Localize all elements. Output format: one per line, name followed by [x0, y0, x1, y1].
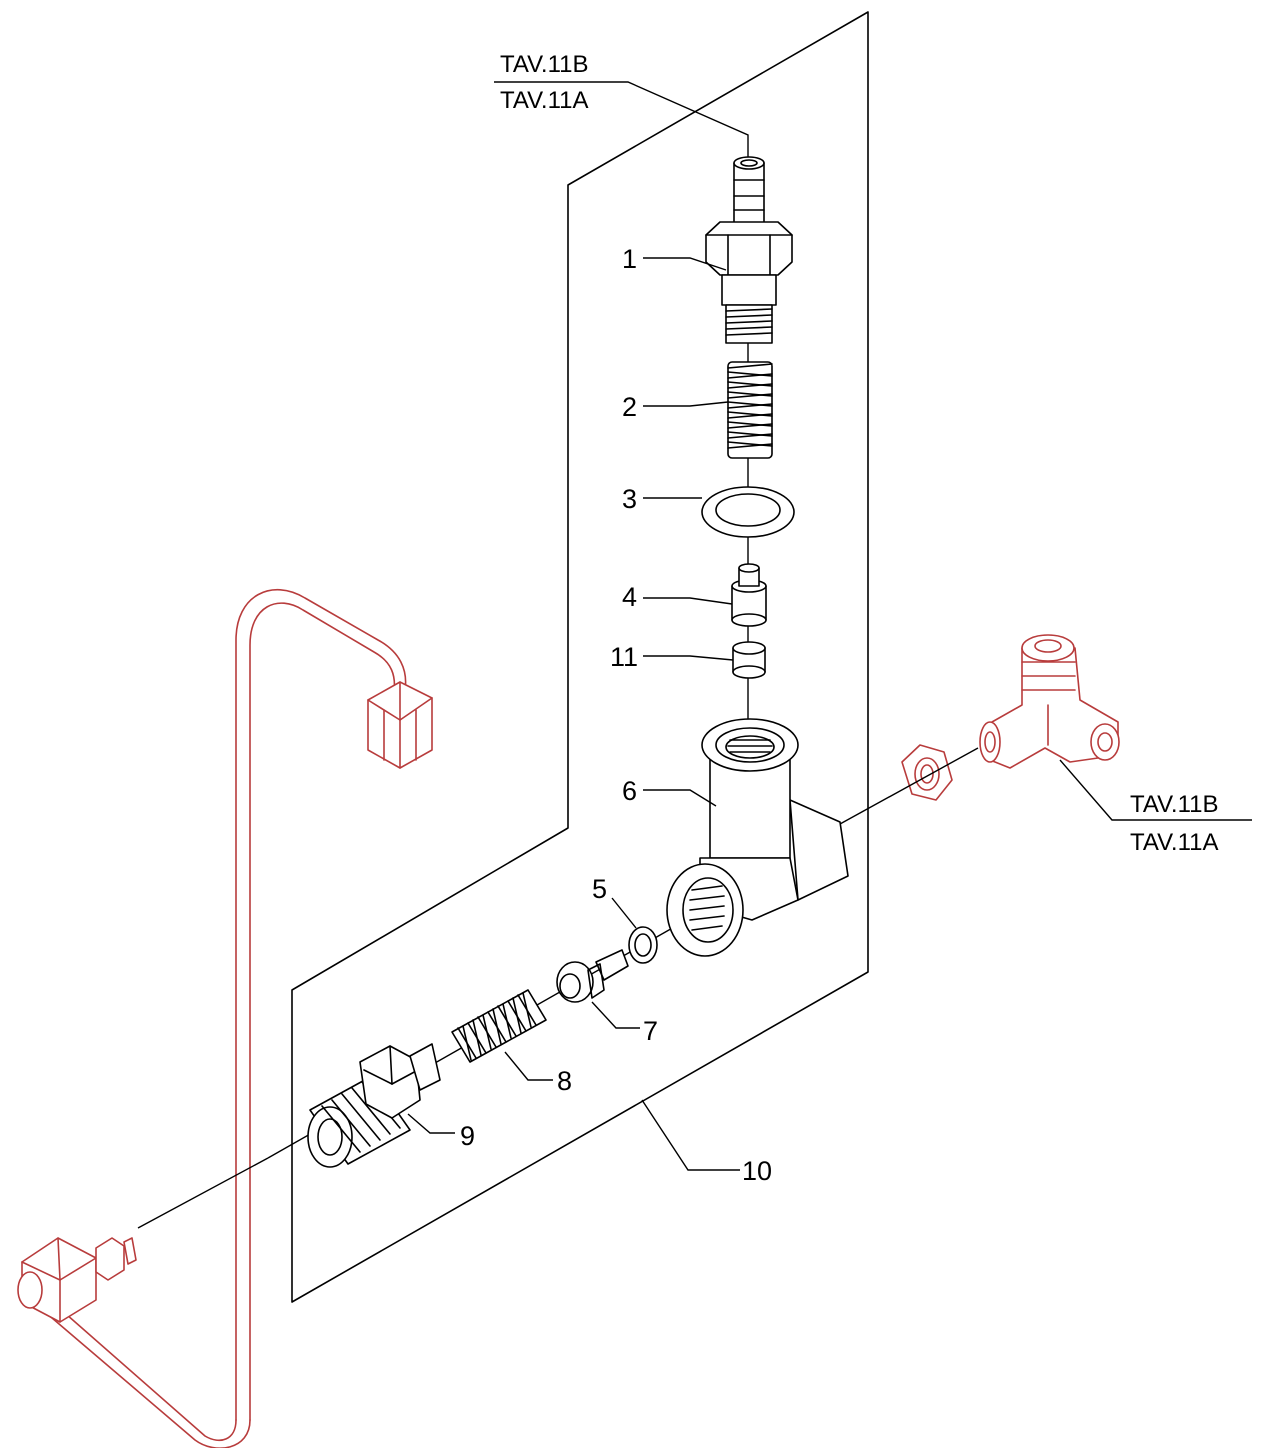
part-label: 1: [622, 244, 637, 274]
part-5-o-ring: [628, 926, 658, 964]
part-label: 9: [460, 1121, 475, 1151]
part-1-hose-fitting: [705, 156, 793, 344]
leader-ref-right: [1059, 759, 1252, 821]
reference-pipe-nut: [367, 681, 433, 769]
part-label: 10: [742, 1156, 772, 1186]
part-11-seal-insert: [732, 641, 766, 679]
part-4-valve-seat: [731, 563, 767, 627]
part-9-threaded-connector: [307, 1043, 441, 1168]
axis-right: [839, 747, 979, 825]
part-label: 3: [622, 484, 637, 514]
reference-top-lower: TAV.11A: [500, 87, 589, 114]
part-3-washer: [701, 486, 795, 538]
part-label: 5: [592, 874, 607, 904]
reference-hex-nut: [901, 744, 953, 801]
part-label: 6: [622, 776, 637, 806]
reference-right-upper: TAV.11B: [1130, 791, 1219, 818]
part-label: 11: [610, 642, 638, 672]
part-label: 4: [622, 582, 637, 612]
part-label: 2: [622, 392, 637, 422]
reference-pipe: [17, 588, 407, 1449]
leader-2: [643, 401, 729, 407]
part-6-valve-body: [666, 718, 849, 957]
leader-ref-top: [494, 81, 749, 155]
leader-8: [504, 1051, 553, 1081]
leader-9: [407, 1113, 455, 1134]
assembly-boundary: [291, 11, 869, 1303]
leader-4: [643, 597, 733, 605]
part-8-spring: [451, 989, 547, 1063]
leader-5: [611, 897, 637, 929]
part-label: 8: [557, 1066, 572, 1096]
reference-right-lower: TAV.11A: [1130, 829, 1219, 856]
part-7-valve-poppet: [556, 949, 629, 1003]
leader-7: [591, 1001, 640, 1029]
reference-tee-fitting: [979, 634, 1120, 769]
part-2-spring: [727, 361, 773, 459]
leader-11: [643, 655, 734, 661]
reference-top-upper: TAV.11B: [500, 51, 589, 78]
axis-pipe: [137, 1157, 269, 1229]
leader-10: [641, 1099, 740, 1171]
part-label: 7: [643, 1016, 658, 1046]
leader-6: [643, 789, 717, 807]
leader-1: [643, 257, 727, 271]
